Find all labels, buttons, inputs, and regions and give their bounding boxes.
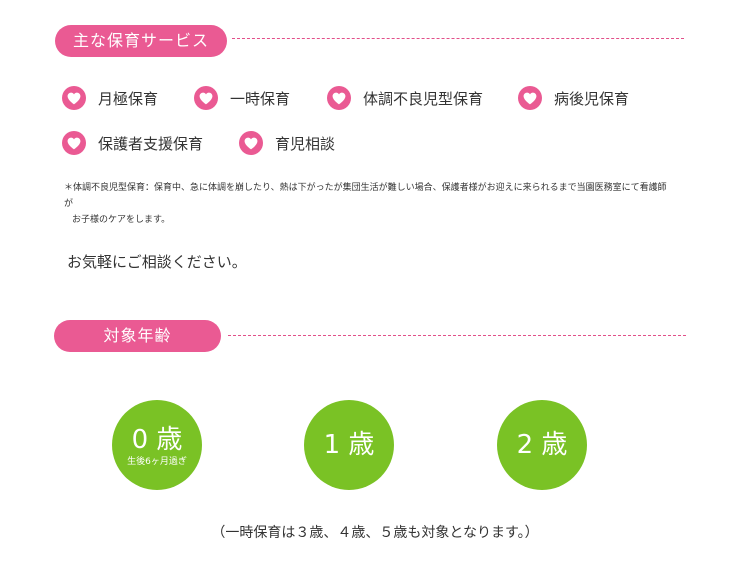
service-item-monthly: 月極保育 (62, 85, 158, 111)
age-circle-1: 1 歳 (304, 400, 394, 490)
heart-icon (239, 131, 263, 155)
service-item-sick-child: 体調不良児型保育 (327, 85, 483, 111)
service-item-parent-support: 保護者支援保育 (62, 130, 203, 156)
age-label: 1 歳 (323, 430, 375, 460)
age-label: 0 歳 (131, 425, 183, 455)
service-note-line1: ＊体調不良児型保育：保育中、急に体調を崩したり、熱は下がったが集団生活が難しい場… (64, 183, 667, 209)
heart-icon (62, 131, 86, 155)
age-circle-2: 2 歳 (497, 400, 587, 490)
heart-icon (194, 86, 218, 110)
heart-icon (518, 86, 542, 110)
age-heading: 対象年齢 (54, 320, 221, 352)
age-sub-label: 生後6ヶ月過ぎ (127, 457, 187, 467)
service-item-temporary: 一時保育 (194, 85, 290, 111)
service-label: 月極保育 (98, 89, 159, 108)
age-divider (228, 335, 686, 336)
service-item-consultation: 育児相談 (239, 130, 335, 156)
consult-text: お気軽にご相談ください。 (67, 253, 247, 271)
age-circle-0: 0 歳 生後6ヶ月過ぎ (112, 400, 202, 490)
service-label: 病後児保育 (554, 89, 630, 108)
heart-icon (327, 86, 351, 110)
service-note-line2: お子様のケアをします。 (72, 215, 171, 225)
service-label: 育児相談 (275, 134, 336, 153)
service-label: 体調不良児型保育 (363, 89, 484, 108)
service-note: ＊体調不良児型保育：保育中、急に体調を崩したり、熱は下がったが集団生活が難しい場… (64, 180, 674, 228)
service-label: 一時保育 (230, 89, 291, 108)
footer-note: （一時保育は３歳、４歳、５歳も対象となります。） (211, 525, 539, 541)
service-item-post-illness: 病後児保育 (518, 85, 629, 111)
age-label: 2 歳 (516, 430, 568, 460)
services-divider (232, 38, 684, 39)
service-label: 保護者支援保育 (98, 134, 204, 153)
services-heading: 主な保育サービス (55, 25, 227, 57)
heart-icon (62, 86, 86, 110)
